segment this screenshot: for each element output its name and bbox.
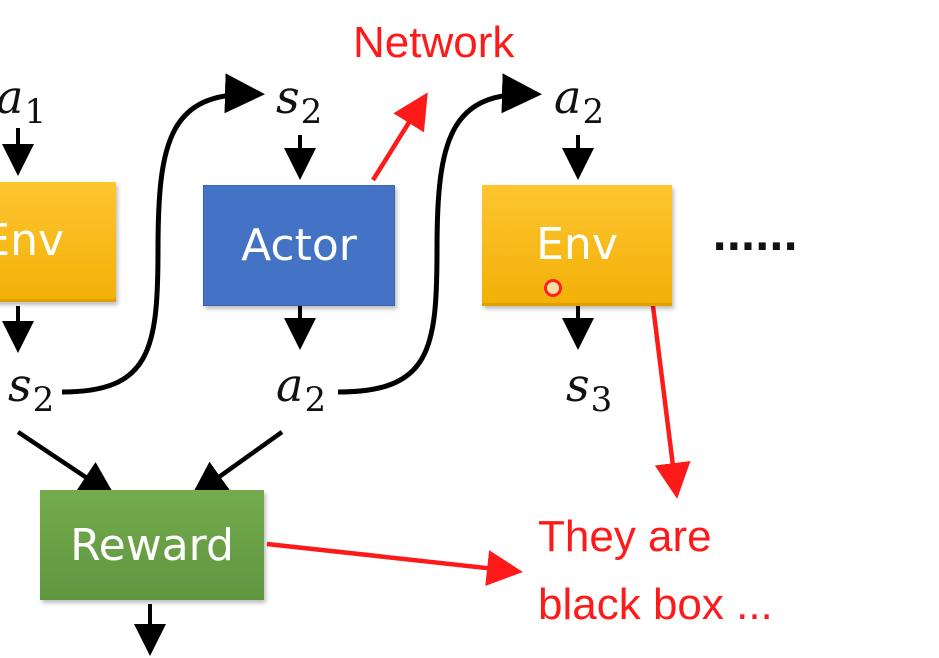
var-s2-bottom: s2 [8, 358, 55, 420]
reward-box-label: Reward [70, 519, 234, 571]
network-note: Network [353, 18, 515, 67]
black-box-note-line1: They are [538, 512, 712, 561]
arrow-a2-curve [337, 73, 542, 395]
var-a2-top: a2 [554, 70, 605, 132]
arrow-a2-to-reward [190, 430, 284, 498]
reward-box: Reward [40, 490, 264, 600]
continuation-dots: ...... [712, 214, 798, 260]
pointer-cursor-icon [544, 279, 562, 297]
env-box-left-label: Env [0, 215, 64, 266]
black-box-note-line2: black box ... [538, 580, 773, 629]
actor-box-label: Actor [241, 220, 357, 271]
arrow-actor-to-network-note [371, 92, 428, 182]
var-s3: s3 [566, 358, 613, 420]
env-box-right: Env [482, 185, 672, 306]
arrow-reward-to-blackbox-note [266, 541, 523, 586]
env-box-left: Env [0, 182, 116, 302]
actor-box: Actor [203, 185, 395, 306]
var-a1: a1 [0, 74, 47, 132]
var-s2-top: s2 [276, 70, 323, 132]
arrow-s2-to-reward [16, 430, 116, 497]
arrow-s2-curve [61, 73, 265, 395]
var-a2-bottom: a2 [276, 358, 327, 420]
env-box-right-label: Env [536, 218, 618, 270]
